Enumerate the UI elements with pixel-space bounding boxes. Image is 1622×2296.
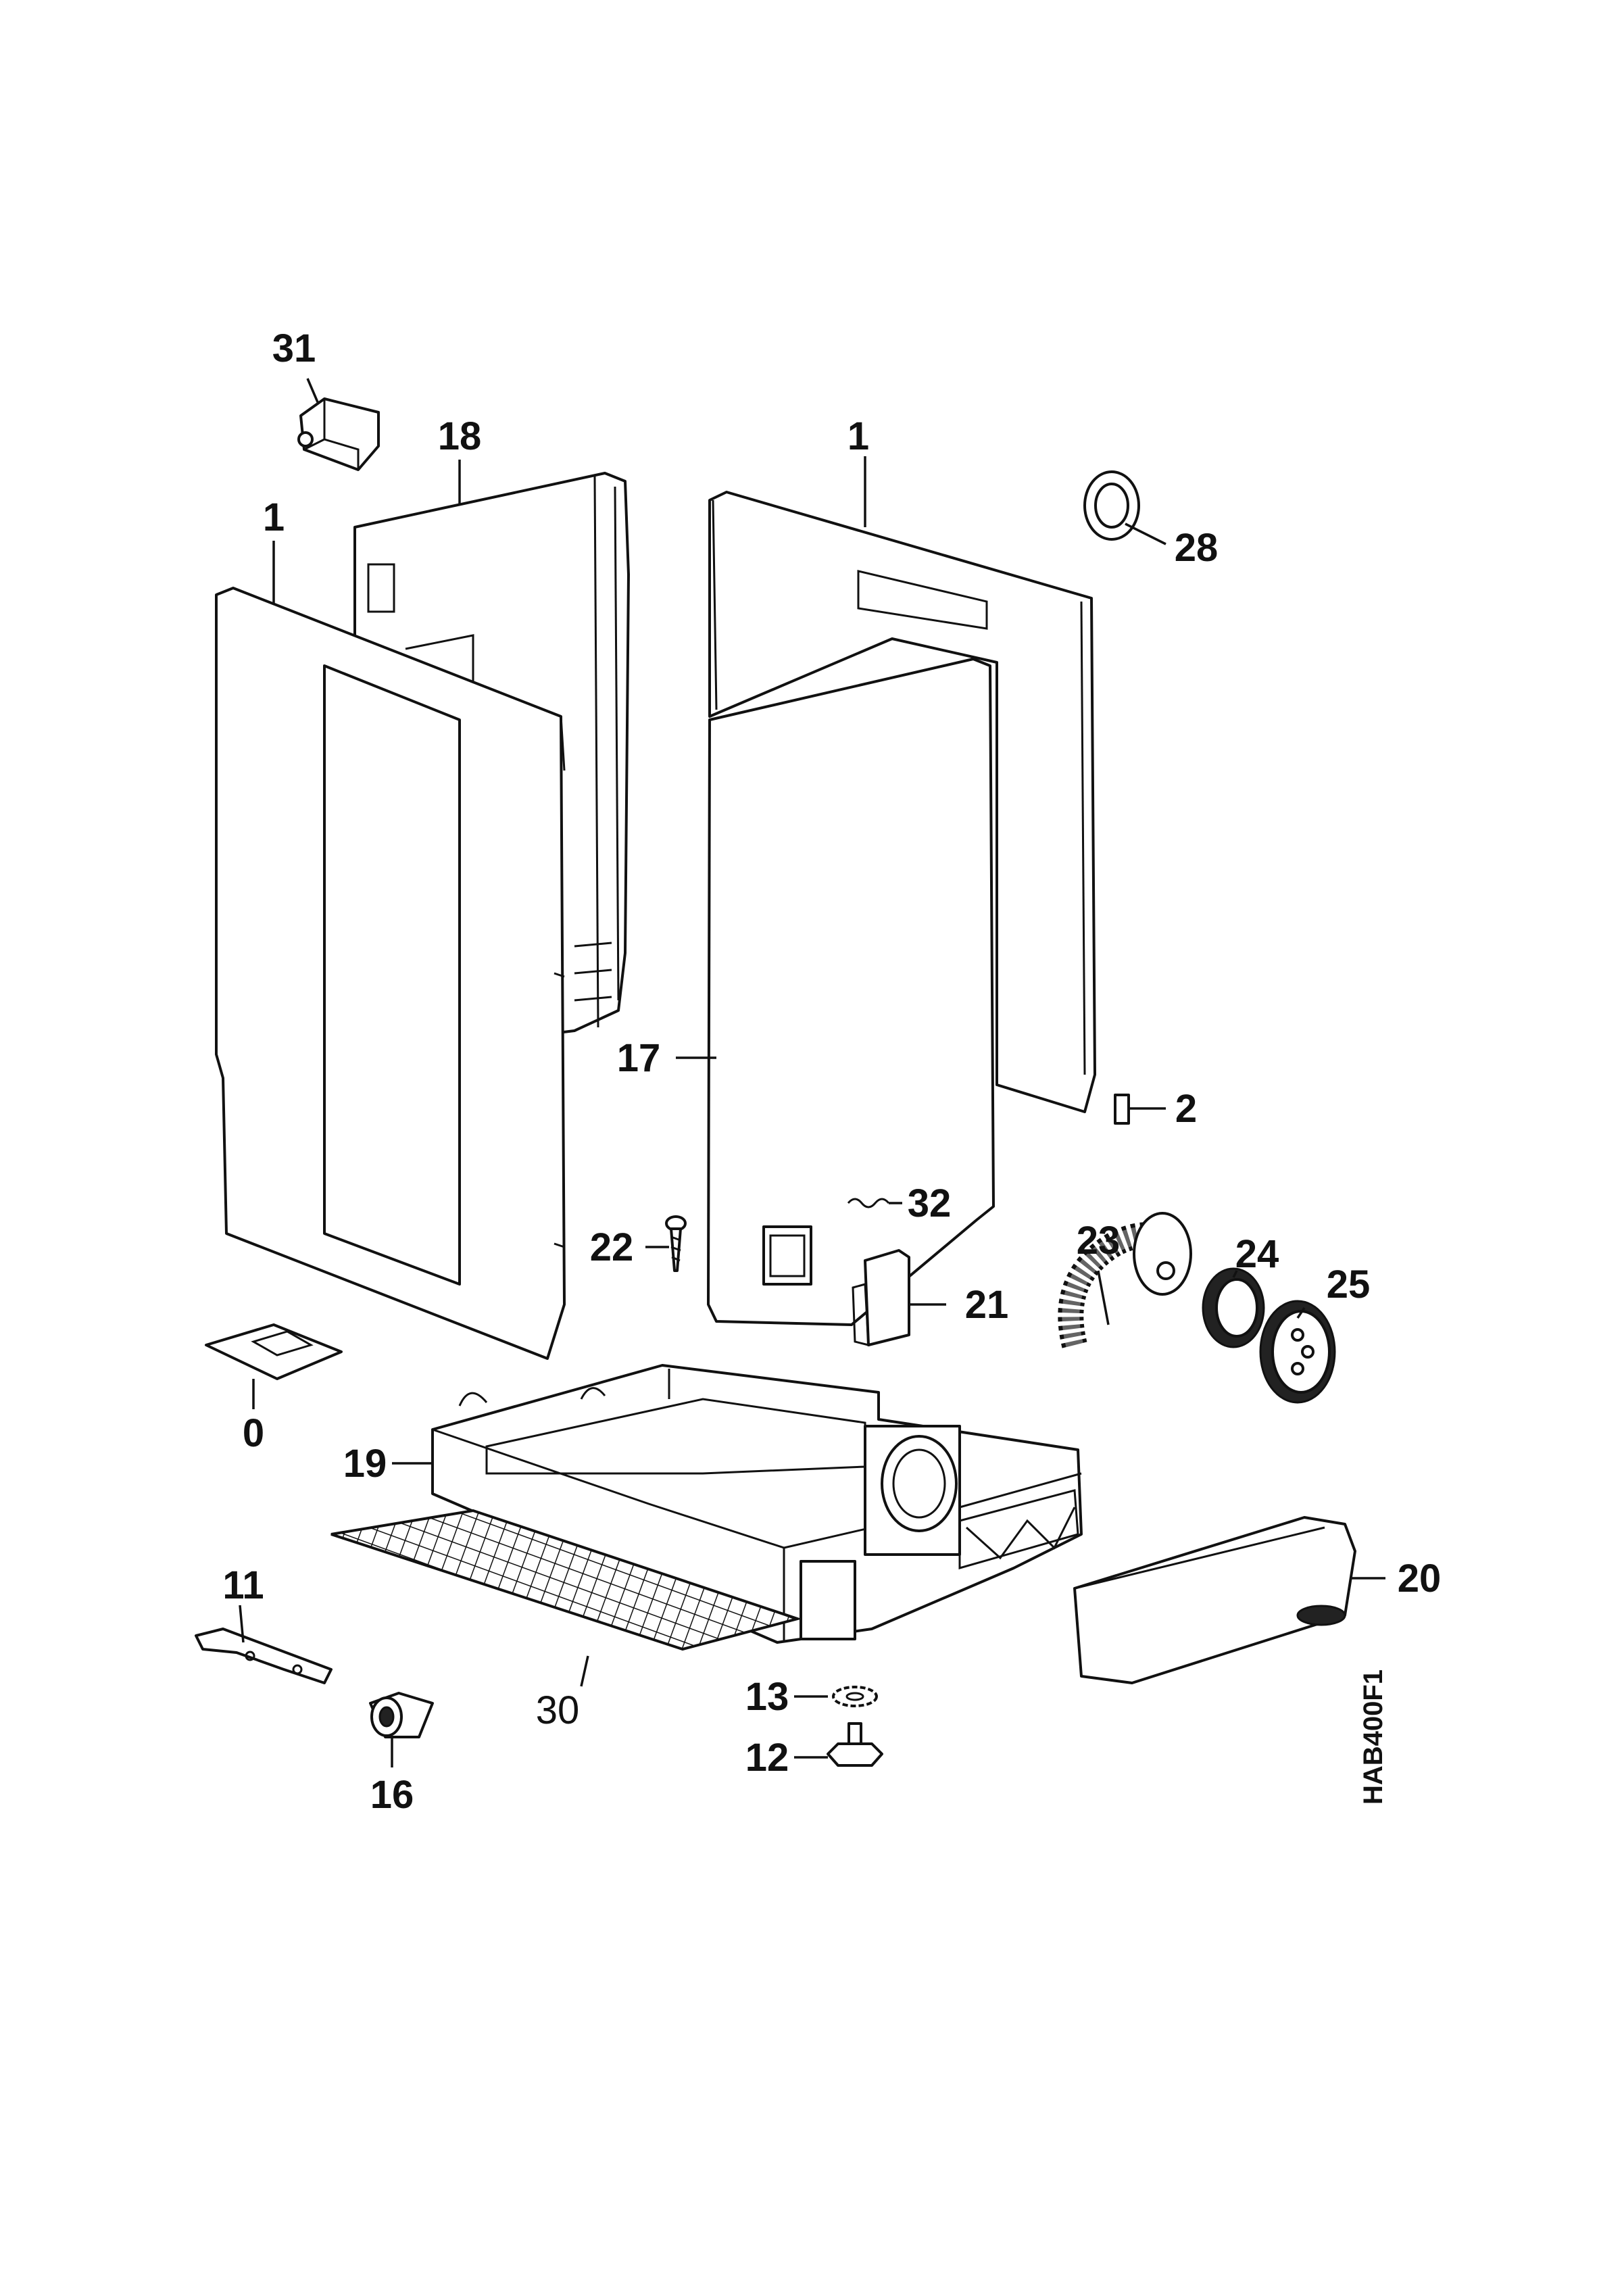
- part-12-adjustable-foot: [827, 1722, 883, 1767]
- part-30-mesh-filter: [330, 1509, 802, 1651]
- callout-20: 20: [1398, 1557, 1442, 1601]
- callout-25: 25: [1327, 1263, 1371, 1306]
- callout-24: 24: [1235, 1232, 1279, 1276]
- part-21-cover-flap: [852, 1249, 910, 1346]
- callout-labels: 31 18 1 1 28 2 17 32 22 23 24 25 21 0 19…: [222, 326, 1441, 1817]
- callout-18: 18: [438, 414, 482, 458]
- leader-lines: [239, 378, 1385, 1767]
- part-1-left-side-panel: [215, 587, 566, 1360]
- callout-2: 2: [1175, 1087, 1197, 1131]
- callout-28: 28: [1175, 526, 1219, 570]
- part-20-plinth: [1073, 1516, 1356, 1684]
- callout-21: 21: [965, 1283, 1009, 1327]
- callout-22: 22: [590, 1225, 634, 1269]
- callout-13: 13: [745, 1675, 789, 1719]
- part-25-flange: [1259, 1300, 1336, 1404]
- callout-1-right: 1: [847, 414, 869, 458]
- callout-16: 16: [370, 1773, 414, 1817]
- callout-30: 30: [536, 1688, 580, 1732]
- part-11-bracket: [195, 1628, 333, 1684]
- part-17-front-panel: [707, 658, 995, 1326]
- part-28-grommet: [1083, 470, 1140, 541]
- part-32-spring-clip: [847, 1198, 890, 1208]
- part-31-bracket: [297, 397, 380, 471]
- part-23-hose: [1058, 1212, 1192, 1348]
- callout-11: 11: [222, 1563, 264, 1607]
- part-1-right-side-panel: [708, 491, 1096, 1113]
- part-24-seal-ring: [1202, 1267, 1265, 1348]
- part-0-plate: [205, 1323, 343, 1380]
- part-13-washer: [832, 1686, 878, 1707]
- callout-32: 32: [908, 1181, 952, 1225]
- callout-17: 17: [617, 1036, 661, 1080]
- callout-19: 19: [343, 1442, 387, 1486]
- callout-23: 23: [1077, 1219, 1121, 1263]
- drawing-code: HAB400F1: [1358, 1669, 1388, 1805]
- part-19-base-frame: [431, 1364, 1083, 1644]
- callout-0: 0: [243, 1411, 264, 1455]
- part-22-screw: [665, 1215, 687, 1272]
- part-16-bush: [369, 1692, 434, 1738]
- callout-31: 31: [272, 326, 316, 370]
- part-2-clip: [1114, 1094, 1130, 1125]
- callout-1-left: 1: [263, 495, 285, 539]
- callout-12: 12: [745, 1736, 789, 1780]
